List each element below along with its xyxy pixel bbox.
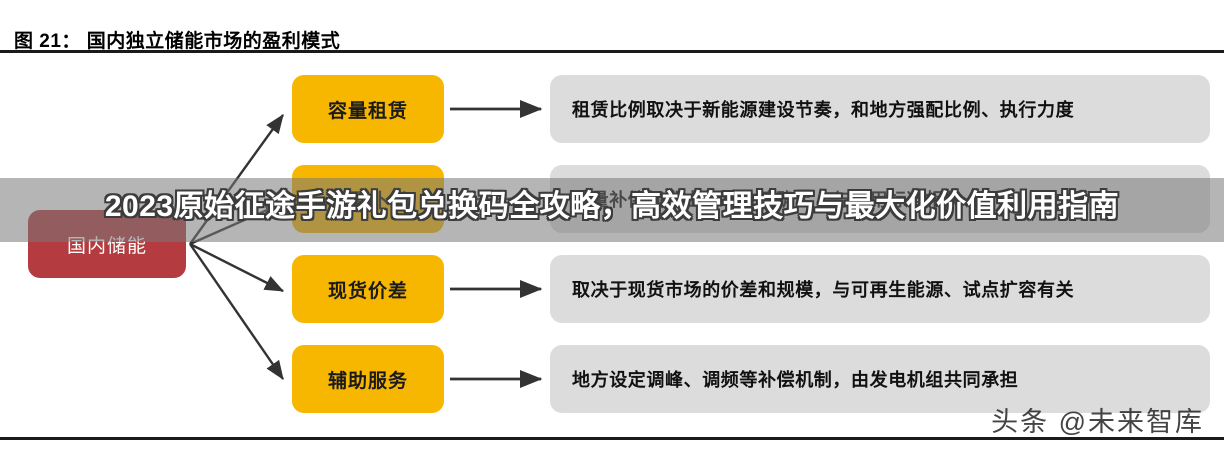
node-detail-spot-spread[interactable]: 取决于现货市场的价差和规模，与可再生能源、试点扩容有关 — [550, 255, 1210, 323]
node-detail-label: 地方设定调峰、调频等补偿机制，由发电机组共同承担 — [572, 370, 1019, 390]
profit-model-diagram: 国内储能 容量租赁 容量补偿 现货价差 辅助服务 租赁比例取决于新能源建设节奏，… — [0, 53, 1224, 437]
figure-divider-bottom — [0, 437, 1224, 440]
node-branch-label: 容量补偿 — [327, 190, 408, 212]
node-branch-ancillary-service[interactable]: 辅助服务 — [292, 345, 444, 413]
figure-caption: 图 21： 国内独立储能市场的盈利模式 — [14, 31, 341, 52]
branch-to-detail-arrows — [450, 100, 543, 388]
root-to-branch-arrows — [189, 114, 285, 380]
node-branch-capacity-compensation[interactable]: 容量补偿 — [292, 165, 444, 233]
node-detail-capacity-compensation[interactable]: 容量补偿标准由各地政策确定，与调用标准相关 — [550, 165, 1210, 233]
node-detail-label: 租赁比例取决于新能源建设节奏，和地方强配比例、执行力度 — [572, 100, 1075, 120]
node-detail-label: 容量补偿标准由各地政策确定，与调用标准相关 — [572, 190, 963, 210]
node-branch-label: 辅助服务 — [327, 370, 408, 392]
node-detail-capacity-lease[interactable]: 租赁比例取决于新能源建设节奏，和地方强配比例、执行力度 — [550, 75, 1210, 143]
node-root-domestic-storage[interactable]: 国内储能 — [28, 210, 186, 278]
node-branch-capacity-lease[interactable]: 容量租赁 — [292, 75, 444, 143]
node-detail-label: 取决于现货市场的价差和规模，与可再生能源、试点扩容有关 — [572, 280, 1075, 300]
node-branch-spot-spread[interactable]: 现货价差 — [292, 255, 444, 323]
node-branch-label: 现货价差 — [327, 280, 408, 302]
node-root-label: 国内储能 — [66, 235, 147, 257]
caption-divider-top — [0, 50, 1224, 53]
node-branch-label: 容量租赁 — [327, 100, 408, 122]
node-detail-ancillary-service[interactable]: 地方设定调峰、调频等补偿机制，由发电机组共同承担 — [550, 345, 1210, 413]
